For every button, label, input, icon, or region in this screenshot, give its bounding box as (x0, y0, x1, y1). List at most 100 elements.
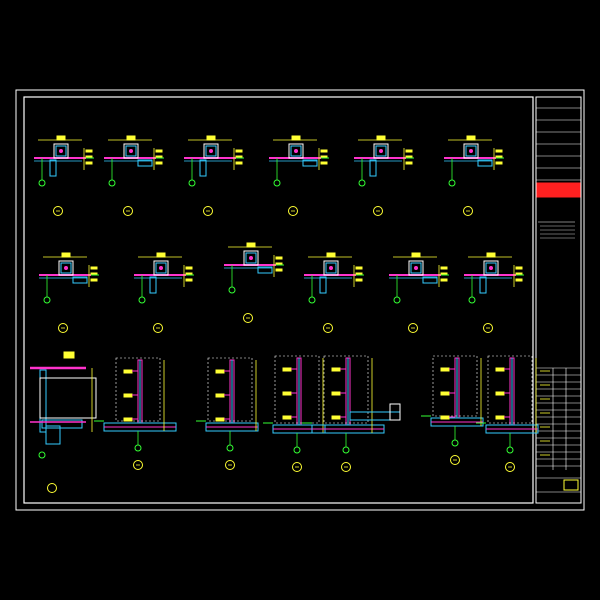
wall-leg (199, 159, 207, 177)
detail-section (302, 355, 385, 472)
dimension-text (405, 149, 413, 153)
rebar-tag (215, 393, 225, 398)
detail-plan (304, 252, 364, 333)
detail-plan (354, 135, 414, 216)
detail-label-circle (450, 455, 460, 465)
column-rebar (485, 262, 497, 274)
rebar-dot (379, 149, 383, 153)
dimension-text (440, 278, 448, 282)
axis-bubble (273, 179, 281, 187)
wall-leg (302, 159, 318, 167)
dimension-text (495, 149, 503, 153)
rebar-dot (129, 149, 133, 153)
dimension-text (405, 161, 413, 165)
dimension-label (466, 135, 476, 141)
rebar-tag (440, 391, 450, 396)
column-outline (483, 260, 499, 276)
rebar-dot (159, 266, 163, 270)
base-slab (41, 419, 83, 429)
axis-bubble (38, 451, 46, 459)
axis-bubble (226, 444, 234, 452)
dimension-text (85, 149, 93, 153)
wall-leg (477, 159, 493, 167)
pit-outline (39, 377, 97, 419)
column-outline (373, 143, 389, 159)
detail-label-circle (408, 323, 418, 333)
dimension-label (246, 242, 256, 248)
detail-label-circle (483, 323, 493, 333)
dimension-label (126, 135, 136, 141)
wall-leg (149, 276, 157, 294)
detail-plan (389, 252, 449, 333)
dimension-text (155, 161, 163, 165)
rebar-dot (489, 266, 493, 270)
detail-label-circle (288, 206, 298, 216)
dimension-label (326, 252, 336, 258)
dimension-text (440, 266, 448, 270)
column-rebar (125, 145, 137, 157)
dimension-label (61, 252, 71, 258)
detail-section (476, 355, 539, 472)
column-rebar (375, 145, 387, 157)
axis-bubble (188, 179, 196, 187)
dimension-text (355, 278, 363, 282)
dimension-text (90, 278, 98, 282)
section-outline (115, 357, 161, 422)
section-outline (274, 355, 320, 424)
dimension-label (156, 252, 166, 258)
detail-label-circle (505, 462, 515, 472)
axis-bubble (358, 179, 366, 187)
column-outline (288, 143, 304, 159)
detail-plan (444, 135, 504, 216)
axis-bubble (108, 179, 116, 187)
section-outline (487, 355, 533, 424)
dimension-text (515, 266, 523, 270)
axis-bubble (506, 446, 514, 454)
dimension-text (185, 278, 193, 282)
dimension-text (155, 149, 163, 153)
rebar-tag (215, 369, 225, 374)
sheet-inner-frame (23, 96, 534, 504)
rebar-tag (282, 391, 292, 396)
axis-bubble (134, 444, 142, 452)
dimension-text (235, 149, 243, 153)
axis-bubble (228, 286, 236, 294)
detail-plan (184, 135, 244, 216)
column-outline (153, 260, 169, 276)
wall-leg (422, 276, 438, 284)
section-outline (207, 357, 253, 422)
dimension-text (90, 266, 98, 270)
wall-leg (319, 276, 327, 294)
rebar-tag (440, 415, 450, 420)
axis-bubble (393, 296, 401, 304)
wall-leg (49, 159, 57, 177)
detail-plan (39, 252, 99, 333)
rebar-tag (440, 367, 450, 372)
rebar-dot (294, 149, 298, 153)
axis-bubble (138, 296, 146, 304)
title-block-detail (536, 107, 581, 493)
dimension-text (235, 161, 243, 165)
detail-plan (269, 135, 329, 216)
column-rebar (55, 145, 67, 157)
axis-bubble (448, 179, 456, 187)
dimension-label (486, 252, 496, 258)
dimension-text (185, 266, 193, 270)
rebar-tag (331, 391, 341, 396)
dimension-label (291, 135, 301, 141)
detail-plan (224, 242, 284, 323)
column-outline (243, 250, 259, 266)
detail-label-circle (203, 206, 213, 216)
axis-bubble (451, 439, 459, 447)
column-outline (53, 143, 69, 159)
detail-section (263, 355, 326, 472)
detail-section (94, 357, 177, 470)
column-rebar (325, 262, 337, 274)
dimension-label (411, 252, 421, 258)
dimension-text (85, 161, 93, 165)
detail-label-circle (123, 206, 133, 216)
rebar-tag (282, 367, 292, 372)
rebar-tag (123, 417, 133, 422)
detail-label-circle (243, 313, 253, 323)
rebar-dot (414, 266, 418, 270)
